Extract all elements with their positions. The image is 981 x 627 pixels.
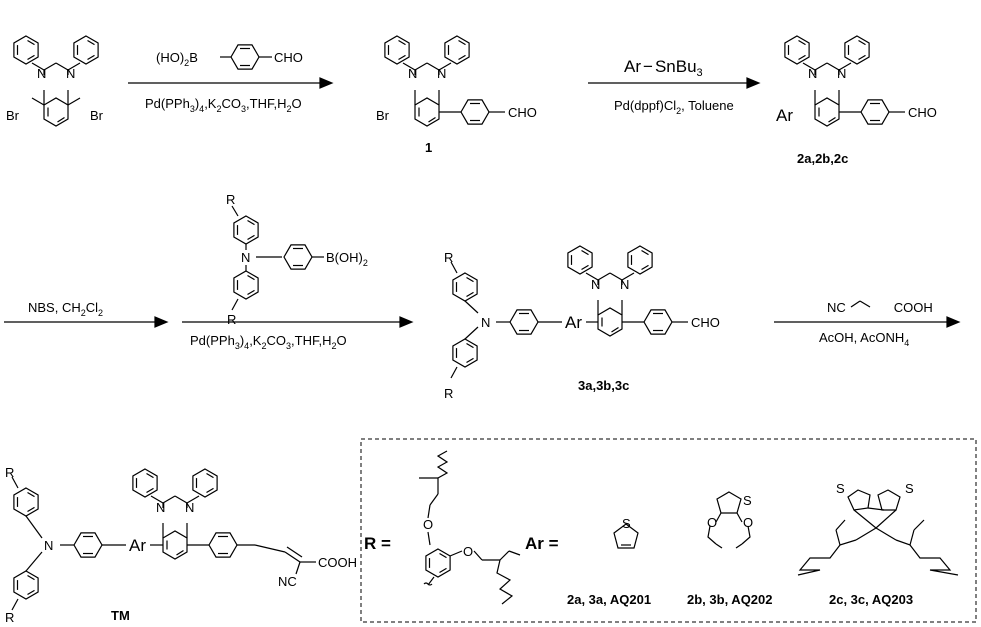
legend-r-equals: R = — [364, 534, 391, 553]
atom-n: N — [481, 315, 490, 330]
atom-r: R — [444, 250, 453, 265]
dibromo-quinoxaline — [13, 35, 99, 127]
legend-label-a: 2a, 3a, AQ201 — [567, 592, 651, 607]
atom-n: N — [156, 500, 165, 515]
svg-text:(HO)2B: (HO)2B — [156, 50, 198, 68]
step4-conditions: Pd(PPh3)4,K2CO3,THF,H2O — [190, 333, 347, 351]
step4-boronic-reagent — [231, 205, 324, 311]
atom-o: O — [743, 515, 753, 530]
atom-ar: Ar — [776, 106, 793, 125]
atom-s: S — [622, 516, 631, 531]
atom-n: N — [44, 538, 53, 553]
step2-reagent: Ar−SnBu3 — [624, 57, 703, 79]
atom-cho: CHO — [508, 105, 537, 120]
atom-n: N — [837, 66, 846, 81]
atom-n: N — [808, 66, 817, 81]
step1-conditions: Pd(PPh3)4,K2CO3,THF,H2O — [145, 96, 302, 114]
step2-conditions: Pd(dppf)Cl2, Toluene — [614, 98, 734, 116]
atom-n: N — [408, 66, 417, 81]
target-molecule-structure — [11, 468, 316, 611]
atom-n: N — [37, 66, 46, 81]
atom-s: S — [743, 493, 752, 508]
atom-s: S — [905, 481, 914, 496]
thiophene-structure — [613, 523, 639, 549]
step5-reagent — [850, 300, 871, 308]
compound-2-structure — [784, 35, 905, 127]
svg-text:CHO: CHO — [274, 50, 303, 65]
atom-nc: NC — [278, 574, 297, 589]
atom-n: N — [185, 500, 194, 515]
atom-r: R — [444, 386, 453, 401]
atom-r: R — [5, 465, 14, 480]
cpdt-structure — [797, 489, 959, 576]
atom-br: Br — [6, 108, 20, 123]
compound-label-3: 3a,3b,3c — [578, 378, 629, 393]
atom-n: N — [66, 66, 75, 81]
step3-conditions: NBS, CH2Cl2 — [28, 300, 103, 318]
atom-cho: CHO — [908, 105, 937, 120]
atom-o: O — [423, 517, 433, 532]
reaction-arrow-4 — [182, 316, 414, 328]
atom-n: N — [620, 277, 629, 292]
atom-ar: Ar — [129, 536, 146, 555]
compound-label-tm: TM — [111, 608, 130, 623]
legend-label-b: 2b, 3b, AQ202 — [687, 592, 773, 607]
atom-o: O — [463, 544, 473, 559]
atom-r: R — [5, 610, 14, 625]
atom-n: N — [241, 250, 250, 265]
atom-cooh: COOH — [318, 555, 357, 570]
atom-n: N — [437, 66, 446, 81]
atom-r: R — [226, 192, 235, 207]
reaction-arrow-1 — [128, 77, 334, 89]
r-group-structure — [419, 450, 521, 605]
compound-label-1: 1 — [425, 140, 432, 155]
compound-label-2: 2a,2b,2c — [797, 151, 848, 166]
atom-o: O — [707, 515, 717, 530]
atom-br: Br — [90, 108, 104, 123]
atom-br: Br — [376, 108, 390, 123]
reaction-arrow-3 — [4, 316, 169, 328]
legend-label-c: 2c, 3c, AQ203 — [829, 592, 913, 607]
atom-s: S — [836, 481, 845, 496]
step4-boronic-label: B(OH)2 — [326, 250, 368, 268]
edot-structure — [707, 491, 751, 549]
atom-n: N — [591, 277, 600, 292]
compound-1-structure — [384, 35, 505, 127]
atom-cho: CHO — [691, 315, 720, 330]
legend-ar-equals: Ar = — [525, 534, 559, 553]
step1-reagent: (HO)2B CHO — [156, 44, 303, 70]
atom-ar: Ar — [565, 313, 582, 332]
atom-r: R — [227, 312, 236, 327]
compound-3-structure — [450, 245, 688, 379]
reaction-arrow-5 — [774, 316, 961, 328]
reaction-arrow-2 — [588, 77, 761, 89]
step5-conditions: AcOH, AcONH4 — [819, 330, 909, 348]
